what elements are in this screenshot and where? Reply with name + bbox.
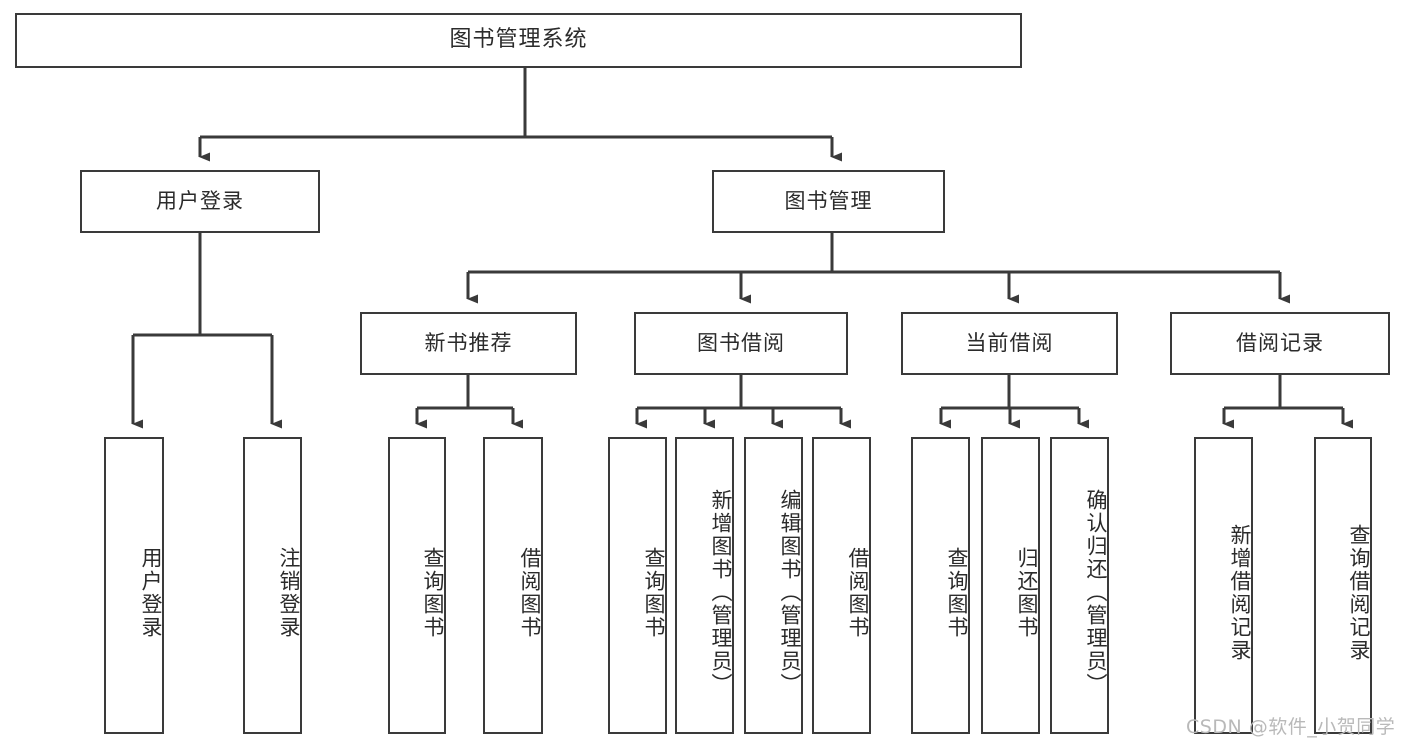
node-current-borrow[interactable]: 当前借阅 <box>901 312 1118 375</box>
node-user-login[interactable]: 用户登录 <box>80 170 320 233</box>
leaf-borrow-book-newbook[interactable]: 借阅图书 <box>483 437 543 734</box>
leaf-query-book-current[interactable]: 查询图书 <box>911 437 970 734</box>
leaf-label: 借阅图书 <box>518 546 542 639</box>
leaf-label: 查询图书 <box>421 546 445 639</box>
leaf-label: 查询图书 <box>945 546 969 639</box>
leaf-borrow-book[interactable]: 借阅图书 <box>812 437 871 734</box>
leaf-label: 新增借阅记录 <box>1228 523 1252 662</box>
leaf-user-login[interactable]: 用户登录 <box>104 437 164 734</box>
leaf-label: 用户登录 <box>139 546 163 639</box>
leaf-label: 查询图书 <box>642 546 666 639</box>
node-root[interactable]: 图书管理系统 <box>15 13 1022 68</box>
leaf-logout[interactable]: 注销登录 <box>243 437 302 734</box>
leaf-edit-book-admin[interactable]: 编辑图书（管理员） <box>744 437 803 734</box>
node-new-book-recommend[interactable]: 新书推荐 <box>360 312 577 375</box>
leaf-label: 查询借阅记录 <box>1347 523 1371 662</box>
leaf-add-book-admin[interactable]: 新增图书（管理员） <box>675 437 734 734</box>
node-book-management[interactable]: 图书管理 <box>712 170 945 233</box>
leaf-label: 借阅图书 <box>846 546 870 639</box>
leaf-label: 新增图书（管理员） <box>709 489 733 696</box>
leaf-add-borrow-record[interactable]: 新增借阅记录 <box>1194 437 1253 734</box>
leaf-confirm-return-admin[interactable]: 确认归还（管理员） <box>1050 437 1109 734</box>
leaf-query-book-borrow[interactable]: 查询图书 <box>608 437 667 734</box>
leaf-query-borrow-record[interactable]: 查询借阅记录 <box>1314 437 1372 734</box>
node-book-borrow[interactable]: 图书借阅 <box>634 312 848 375</box>
leaf-return-book[interactable]: 归还图书 <box>981 437 1040 734</box>
leaf-label: 注销登录 <box>277 546 301 639</box>
leaf-label: 编辑图书（管理员） <box>778 489 802 696</box>
leaf-label: 确认归还（管理员） <box>1084 489 1108 696</box>
node-borrow-record[interactable]: 借阅记录 <box>1170 312 1390 375</box>
csdn-watermark: CSDN @软件_小贺同学 <box>1186 716 1396 738</box>
leaf-query-book-newbook[interactable]: 查询图书 <box>388 437 446 734</box>
leaf-label: 归还图书 <box>1015 546 1039 639</box>
